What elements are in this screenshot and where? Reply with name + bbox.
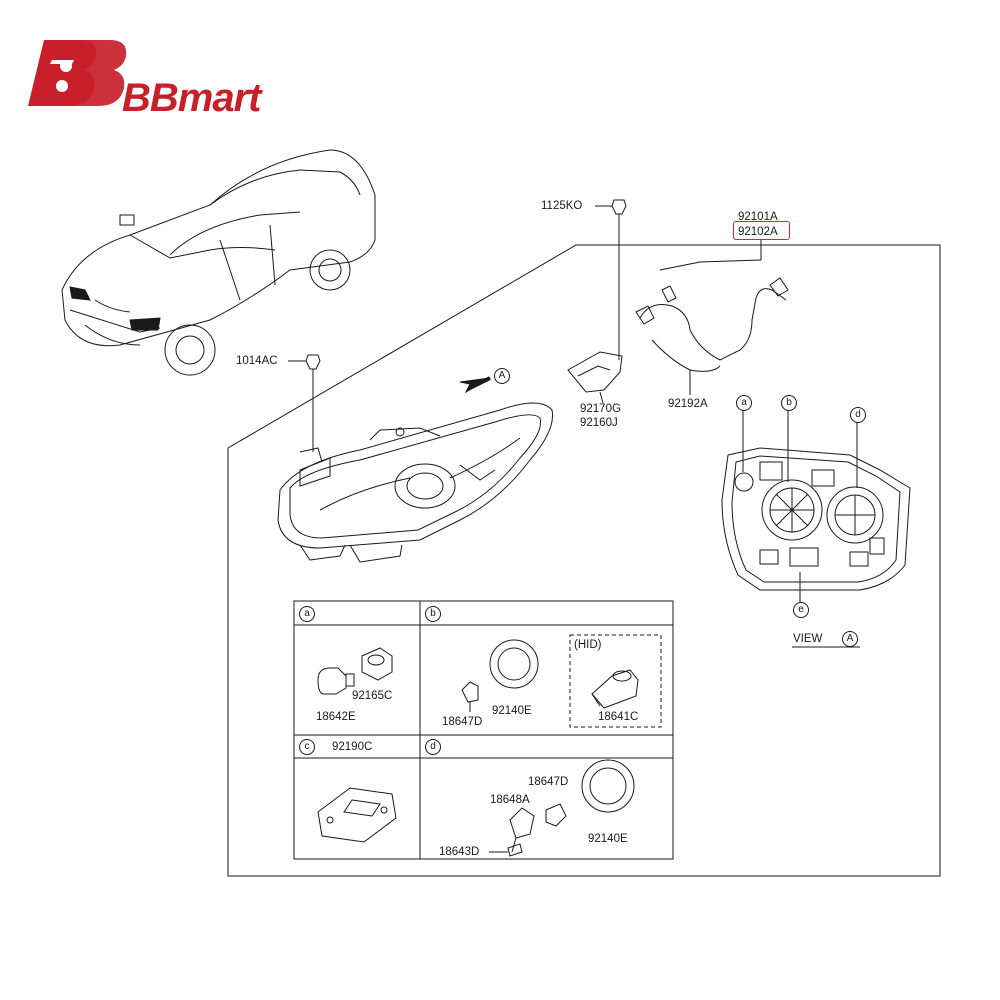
table-c-title: 92190C xyxy=(332,741,373,753)
callout-e: e xyxy=(793,602,809,618)
label-assy-2: 92102A xyxy=(738,226,778,238)
label-wiring: 92192A xyxy=(668,398,708,410)
table-key-c: c xyxy=(299,739,315,755)
label-bolt-left: 1014AC xyxy=(236,355,278,367)
table-key-d: d xyxy=(425,739,441,755)
part-18643D: 18643D xyxy=(439,846,480,858)
highlight-box xyxy=(733,221,790,240)
view-ref-circle: A xyxy=(842,631,858,647)
callout-d: d xyxy=(850,407,866,423)
view-label: VIEW xyxy=(793,633,823,645)
brand-logo: BBmart xyxy=(22,34,342,120)
part-18641C: 18641C xyxy=(598,711,639,723)
label-bracket-1: 92170G xyxy=(580,403,621,415)
table-key-b: b xyxy=(425,606,441,622)
label-assy-1: 92101A xyxy=(738,211,778,223)
part-18647D-b: 18647D xyxy=(442,716,483,728)
part-92165C: 92165C xyxy=(352,690,393,702)
part-92140E-b: 92140E xyxy=(492,705,532,717)
label-bolt-top: 1125KO xyxy=(541,200,583,212)
callout-a: a xyxy=(736,395,752,411)
label-bracket-2: 92160J xyxy=(580,417,618,429)
callout-b: b xyxy=(781,395,797,411)
brand-logo-mark xyxy=(28,40,127,106)
hid-label: (HID) xyxy=(574,639,602,651)
part-92140E-d: 92140E xyxy=(588,833,628,845)
brand-name: BBmart xyxy=(122,76,261,120)
table-key-a: a xyxy=(299,606,315,622)
arrow-ref-circle: A xyxy=(494,368,510,384)
part-18642E: 18642E xyxy=(316,711,356,723)
car-icon xyxy=(61,149,376,376)
part-18648A: 18648A xyxy=(490,794,530,806)
headlamp-icon xyxy=(277,402,554,563)
rear-view-icon xyxy=(721,447,911,591)
part-18647D-d: 18647D xyxy=(528,776,569,788)
